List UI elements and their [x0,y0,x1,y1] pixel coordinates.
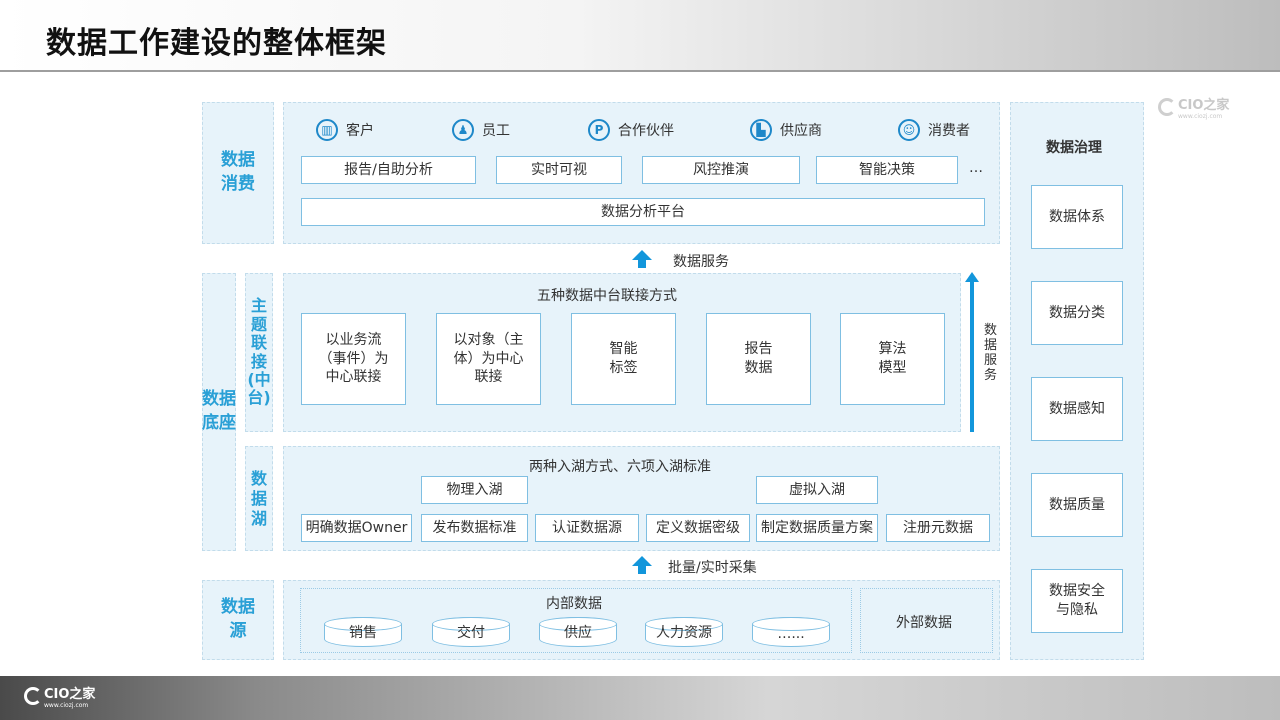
user-consumer: ☺ 消费者 [898,119,970,141]
user-customer: ▥ 客户 [316,119,374,141]
method-report: 报告 数据 [706,313,811,405]
external-data-group [860,588,993,653]
std-quality: 制定数据质量方案 [756,514,878,542]
source-more: …... [752,617,830,647]
arrow-up-icon [632,250,652,260]
collect-label: 批量/实时采集 [668,560,757,576]
factory-icon: ▙ [750,119,772,141]
governance-title: 数据治理 [1046,140,1102,156]
app-more: … [969,160,983,176]
gov-system: 数据体系 [1031,185,1123,249]
std-owner: 明确数据Owner [301,514,412,542]
logo-icon [24,687,42,705]
gov-quality: 数据质量 [1031,473,1123,537]
people-icon: ☺ [898,119,920,141]
building-icon: ▥ [316,119,338,141]
user-partner: P 合作伙伴 [588,119,674,141]
user-label: 客户 [346,123,374,139]
p-icon: P [588,119,610,141]
middle-title: 五种数据中台联接方式 [537,288,677,304]
arrow-up-icon [632,556,652,566]
gov-classification: 数据分类 [1031,281,1123,345]
lake-virtual: 虚拟入湖 [756,476,878,504]
watermark-logo: CIO之家 www.ciozj.com [1158,94,1229,120]
footer-logo: CIO之家 www.ciozj.com [24,683,95,709]
method-algorithm: 算法 模型 [840,313,945,405]
layer-source: 数据 源 [202,580,274,660]
user-label: 员工 [482,123,510,139]
source-label: 供应 [564,625,592,641]
layer-consumption: 数据 消费 [202,102,274,244]
user-employee: ♟ 员工 [452,119,510,141]
user-supplier: ▙ 供应商 [750,119,822,141]
layer-lake: 数 据 湖 [245,446,273,551]
source-label: 人力资源 [656,625,712,641]
user-label: 供应商 [780,123,822,139]
method-event: 以业务流 （事件）为 中心联接 [301,313,406,405]
vertical-service-label: 数 据 服 务 [984,323,998,383]
user-label: 消费者 [928,123,970,139]
method-object: 以对象（主 体）为中心 联接 [436,313,541,405]
internal-data-group [300,588,852,653]
source-delivery: 交付 [432,617,510,647]
source-hr: 人力资源 [645,617,723,647]
vertical-service-arrow [965,272,979,432]
lake-physical: 物理入湖 [421,476,528,504]
gov-perception: 数据感知 [1031,377,1123,441]
method-tag: 智能 标签 [571,313,676,405]
std-certify: 认证数据源 [535,514,639,542]
std-classify: 定义数据密级 [646,514,750,542]
layer-base: 数据 底座 [202,273,236,551]
user-label: 合作伙伴 [618,123,674,139]
service-arrow [632,250,652,268]
internal-title: 内部数据 [546,596,602,612]
collect-arrow [632,556,652,574]
lake-title: 两种入湖方式、六项入湖标准 [529,459,711,475]
app-report: 报告/自助分析 [301,156,476,184]
logo-icon [1158,98,1176,116]
source-label: 销售 [349,625,377,641]
logo-brand: CIO之家 [44,687,96,702]
layer-topic: 主 题 联 接 (中 台) [245,273,273,432]
app-risk: 风控推演 [642,156,800,184]
source-supply: 供应 [539,617,617,647]
service-label: 数据服务 [673,254,729,270]
title-bar [0,0,1280,72]
source-label: …... [777,626,805,642]
logo-brand: CIO之家 [1178,98,1230,113]
footer-bar [0,676,1280,720]
std-metadata: 注册元数据 [886,514,990,542]
source-label: 交付 [457,625,485,641]
page-title: 数据工作建设的整体框架 [46,26,387,61]
gov-security: 数据安全 与隐私 [1031,569,1123,633]
external-data: 外部数据 [896,615,952,631]
logo-url: www.ciozj.com [1178,113,1223,120]
app-decision: 智能决策 [816,156,958,184]
logo-url: www.ciozj.com [44,702,89,709]
std-publish: 发布数据标准 [421,514,528,542]
data-source-panel [283,580,1000,660]
employee-icon: ♟ [452,119,474,141]
source-sales: 销售 [324,617,402,647]
app-realtime: 实时可视 [496,156,622,184]
arrow-up-icon [965,272,979,282]
analytics-platform: 数据分析平台 [301,198,985,226]
